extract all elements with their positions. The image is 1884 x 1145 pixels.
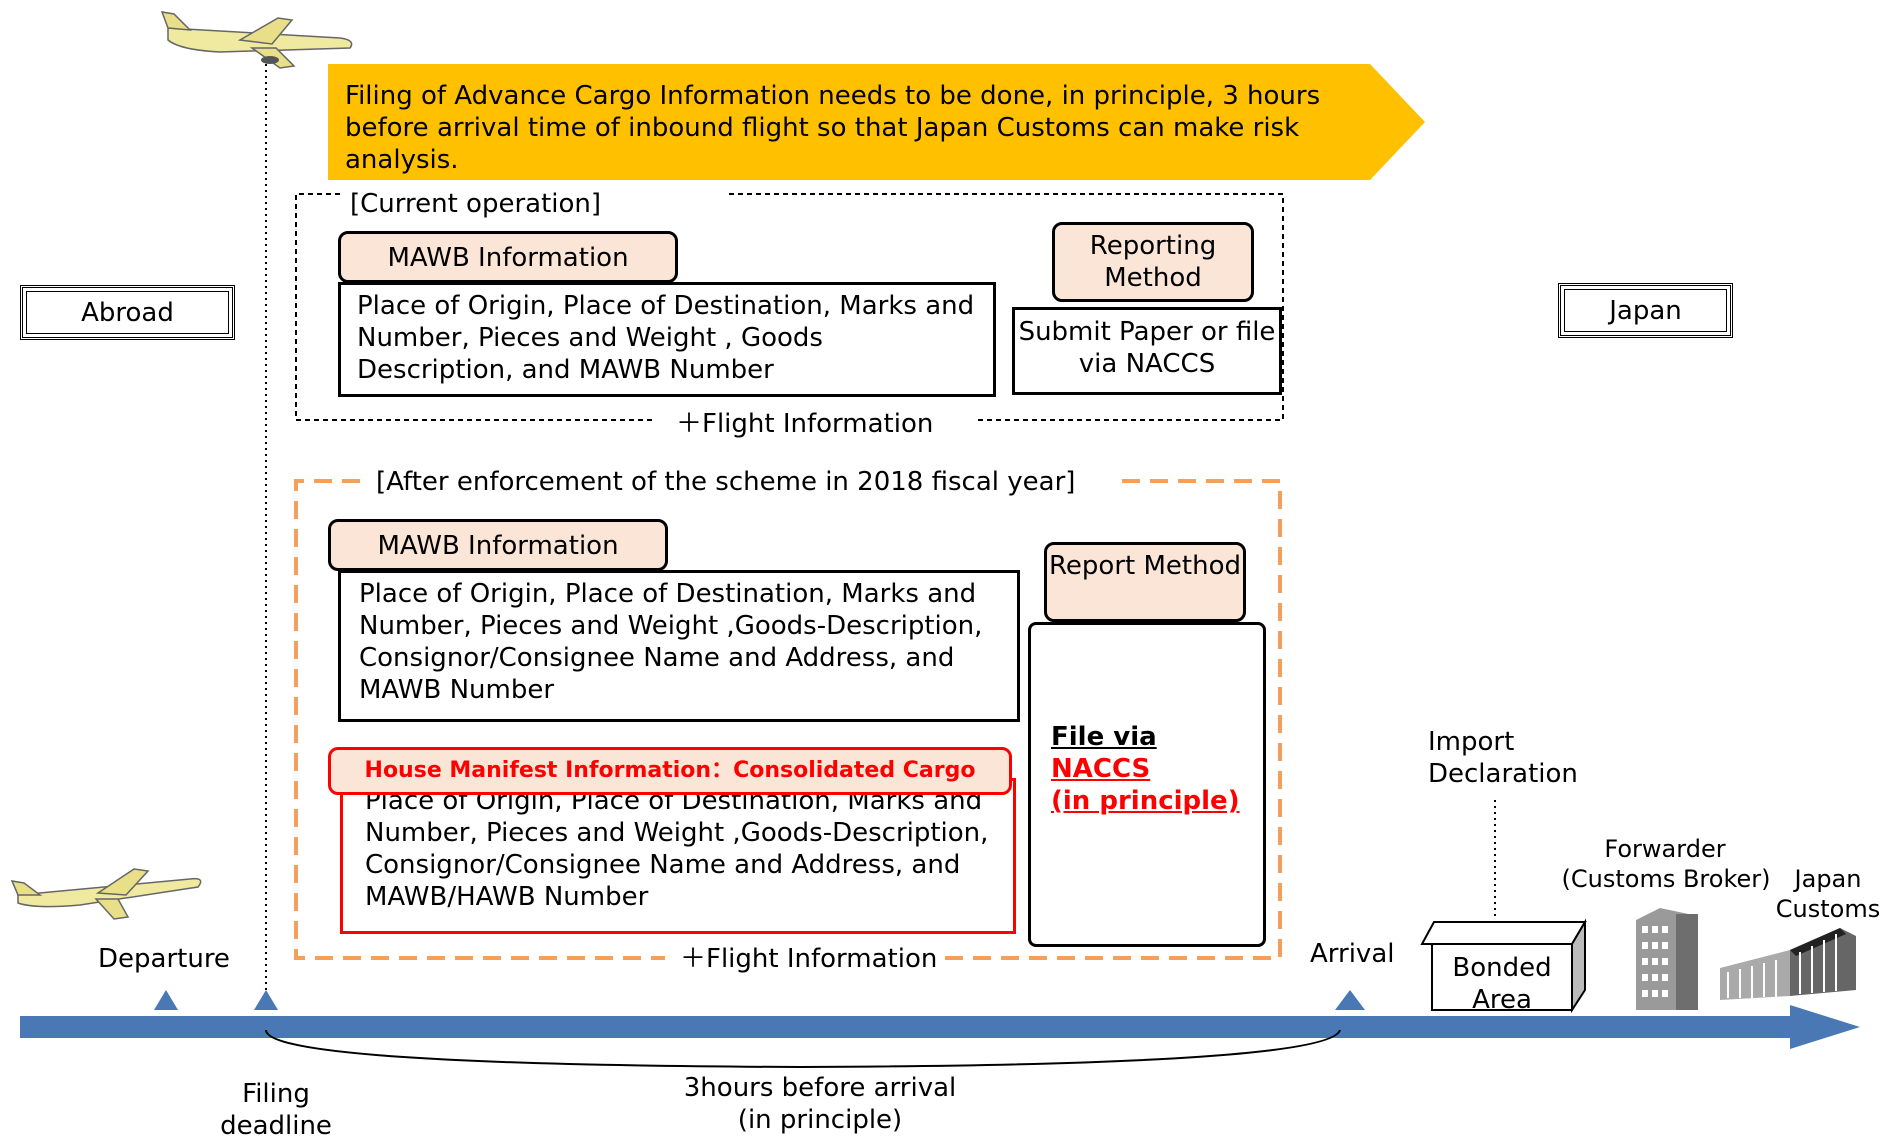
in-principle-label: (in principle)	[737, 1105, 903, 1135]
departure-marker	[154, 990, 178, 1010]
after-method-tag: Report Method	[1044, 542, 1246, 622]
method-naccs: NACCS	[1051, 754, 1151, 784]
departure-label: Departure	[98, 944, 230, 974]
filing-marker	[254, 990, 278, 1010]
three-hours-curve	[265, 1029, 1341, 1069]
after-mawb-text: Place of Origin, Place of Destination, M…	[359, 579, 983, 705]
customs-broker-label: (Customs Broker)	[1561, 865, 1771, 893]
after-flight-info: ＋Flight Information	[680, 944, 938, 974]
current-flight-info: ＋Flight Information	[676, 409, 934, 439]
japan-customs-label: Japan Customs	[1775, 865, 1881, 923]
method-in-principle: (in principle)	[1051, 786, 1240, 816]
current-frame	[295, 193, 1284, 421]
current-mawb-text: Place of Origin, Place of Destination, M…	[357, 291, 975, 385]
after-house-text: Place of Origin, Place of Destination, M…	[365, 786, 989, 912]
after-frame	[294, 479, 1282, 960]
after-title: [After enforcement of the scheme in 2018…	[370, 466, 1082, 498]
after-mawb-tag: MAWB Information	[328, 519, 668, 571]
timeline-bar	[20, 1016, 1810, 1038]
current-mawb-tag: MAWB Information	[338, 231, 678, 283]
warehouse-icon	[1420, 918, 1587, 1014]
airplane-icon	[10, 868, 202, 920]
after-mawb-box: Place of Origin, Place of Destination, M…	[338, 570, 1020, 722]
region-japan: Japan	[1558, 283, 1733, 338]
timeline-arrowhead	[1790, 1005, 1860, 1049]
after-house-tag: House Manifest Information：Consolidated …	[328, 747, 1012, 795]
filing-deadline-label: Filing deadline	[220, 1079, 332, 1141]
banner-text: Filing of Advance Cargo Information need…	[345, 81, 1321, 175]
current-title: [Current operation]	[346, 188, 606, 220]
current-method-tag: Reporting Method	[1052, 222, 1254, 302]
office-building-icon	[1636, 908, 1698, 1010]
current-method-box: Submit Paper or file via NACCS	[1012, 307, 1282, 395]
import-declaration-label: Import Declaration	[1428, 727, 1578, 789]
arrival-marker	[1335, 990, 1365, 1010]
forwarder-label: Forwarder	[1604, 835, 1726, 863]
three-hours-label: 3hours before arrival	[683, 1073, 957, 1103]
customs-building-icon	[1720, 928, 1856, 1000]
method-file-via: File via	[1051, 722, 1157, 752]
airplane-icon	[160, 11, 353, 69]
current-mawb-box: Place of Origin, Place of Destination, M…	[338, 282, 996, 397]
banner-arrow	[328, 64, 1425, 180]
bonded-area-label: Bonded Area	[1452, 953, 1552, 1015]
arrival-label: Arrival	[1310, 939, 1395, 969]
after-house-box: Place of Origin, Place of Destination, M…	[340, 778, 1016, 934]
after-method-box: File via NACCS (in principle)	[1028, 622, 1266, 947]
region-abroad: Abroad	[20, 285, 235, 340]
